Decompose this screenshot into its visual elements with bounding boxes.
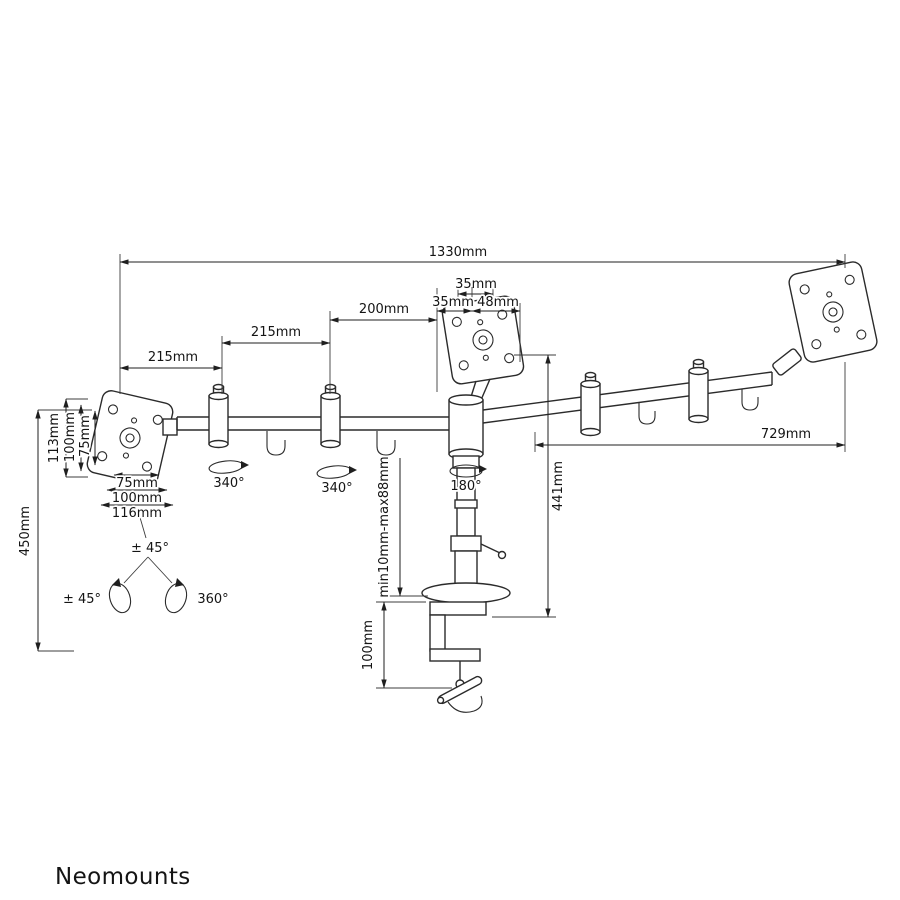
dim-label-vesa-h-100: 100mm xyxy=(112,491,162,506)
collar-lever-knob xyxy=(497,550,507,560)
dim-offset-b: 35mm xyxy=(430,287,476,314)
dim-label-clamp-height: 100mm xyxy=(361,620,376,670)
dim-label-total-width: 1330mm xyxy=(429,245,487,260)
dim-label-offset-b: 35mm xyxy=(432,295,474,310)
right-arm xyxy=(482,348,802,437)
vesa-hole xyxy=(141,461,153,472)
clamp-handle-hook xyxy=(447,695,483,713)
clamp-top-jaw xyxy=(429,601,487,616)
center-plate-hinge xyxy=(480,378,491,401)
dim-offset-a: 35mm xyxy=(453,275,499,304)
dim-label-vesa-v-100: 100mm xyxy=(63,412,78,462)
right-plate-hinge xyxy=(772,348,802,376)
clamp-bottom-jaw xyxy=(429,648,481,662)
vesa-hole xyxy=(152,414,163,425)
dim-vesa-h-100: 100mm xyxy=(106,487,168,508)
angle-label-swivel: 360° xyxy=(197,592,228,607)
height-collar xyxy=(450,535,482,552)
dim-vesa-v-75: 75mm xyxy=(76,410,98,466)
base-plate xyxy=(421,582,511,604)
dim-label-segment-1: 215mm xyxy=(148,350,198,365)
rotation-arrow-center xyxy=(449,464,487,478)
rotation-arrow-joint-2 xyxy=(316,465,357,479)
dim-label-right-reach: 729mm xyxy=(761,427,811,442)
dim-clamp-range: min10mm-max88mm xyxy=(375,455,428,599)
dim-overall-height: 450mm xyxy=(16,409,92,652)
clamp-spine xyxy=(429,614,446,652)
arm-joint-1 xyxy=(208,383,229,449)
angle-label-tilt: ± 45° xyxy=(131,541,169,556)
cable-clip xyxy=(266,431,286,456)
collar-lever xyxy=(480,543,501,554)
dim-right-reach: 729mm xyxy=(534,362,846,452)
cable-clip xyxy=(741,389,759,411)
left-plate-hinge xyxy=(162,418,178,436)
dimensions: 1330mm 215mm 215mm 200mm 35mm xyxy=(16,243,846,689)
vesa-hole xyxy=(458,360,469,371)
arm-joint-3 xyxy=(580,371,601,437)
tilt-swivel-diagram xyxy=(108,513,188,614)
right-vesa-plate xyxy=(788,261,878,363)
left-vesa-plate xyxy=(86,390,174,486)
dim-total-width: 1330mm xyxy=(119,243,846,394)
dim-label-plate-height: 113mm xyxy=(47,413,62,463)
dim-plate-height: 113mm xyxy=(45,398,88,478)
dim-label-clamp-range: min10mm-max88mm xyxy=(377,456,392,597)
dim-label-overall-height: 450mm xyxy=(18,506,33,556)
dim-segment-2: 215mm xyxy=(221,311,331,394)
angle-label-center-joint: 180° xyxy=(450,479,481,494)
dim-label-segment-3: 200mm xyxy=(359,302,409,317)
clamp-handle xyxy=(436,675,483,705)
dim-offset-c: 48mm xyxy=(471,293,521,362)
cable-clip xyxy=(376,431,396,456)
dim-column-height: 441mm xyxy=(492,354,568,618)
dim-label-vesa-h-75: 75mm xyxy=(116,476,158,491)
arm-joint-4 xyxy=(688,358,709,424)
dim-plate-width: 116mm xyxy=(100,502,174,523)
mount-drawing xyxy=(86,261,878,713)
angle-labels: 340° 340° 180° ± 45° ± 45° 360° xyxy=(61,474,483,609)
dim-label-segment-2: 215mm xyxy=(251,325,301,340)
dim-vesa-h-75: 75mm xyxy=(113,472,160,493)
rotation-indicators xyxy=(108,460,487,614)
vesa-hole xyxy=(856,329,867,340)
brand-logo: Neomounts xyxy=(55,864,191,890)
angle-label-pivot: ± 45° xyxy=(63,592,101,607)
arm-joint-2 xyxy=(320,383,341,449)
column-junction xyxy=(448,394,484,460)
angle-label-joint-1: 340° xyxy=(213,476,244,491)
vesa-hole xyxy=(451,316,462,327)
vesa-hole xyxy=(811,339,822,350)
dim-label-column-height: 441mm xyxy=(551,461,566,511)
cable-clip xyxy=(638,403,656,425)
dim-label-plate-width: 116mm xyxy=(112,506,162,521)
dim-clamp-height: 100mm xyxy=(359,601,452,689)
dim-segment-1: 215mm xyxy=(119,336,223,394)
left-arm xyxy=(176,383,450,456)
vesa-hole xyxy=(799,284,810,295)
dim-label-offset-a: 35mm xyxy=(455,277,497,292)
dim-vesa-v-100: 100mm xyxy=(61,404,84,472)
vesa-hole xyxy=(504,353,515,364)
dim-segment-3: 200mm xyxy=(329,288,438,392)
desk-clamp xyxy=(429,601,487,713)
dim-label-offset-c: 48mm xyxy=(477,295,519,310)
vesa-hole xyxy=(97,451,108,462)
rotation-arrow-joint-1 xyxy=(208,460,249,474)
dim-label-vesa-v-75: 75mm xyxy=(78,415,93,457)
vesa-hole xyxy=(107,404,119,415)
angle-label-joint-2: 340° xyxy=(321,481,352,496)
vesa-hole xyxy=(844,274,855,285)
